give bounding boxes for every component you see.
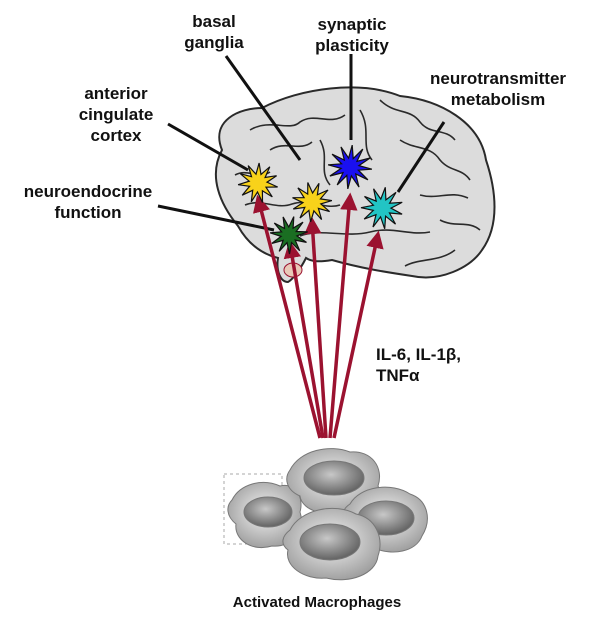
pointer-neuroendocrine — [157, 204, 275, 232]
pointer-neurotransmitter — [396, 121, 446, 193]
macrophage-nucleus — [243, 496, 293, 528]
pointer-anterior-cingulate — [167, 122, 249, 172]
label-synaptic-plasticity-line1: synaptic — [318, 15, 387, 34]
sulcus-line — [269, 141, 313, 151]
label-basal-ganglia-line2: ganglia — [184, 33, 244, 52]
macrophage-nucleus — [303, 460, 365, 496]
sulcus-line — [359, 109, 373, 161]
cytokine-arrows — [253, 192, 384, 439]
arrow-to-synaptic-plasticity — [328, 192, 358, 439]
label-basal-ganglia-line1: basal — [192, 12, 235, 31]
sulcus-line — [379, 99, 456, 141]
sulcus-line — [404, 249, 456, 267]
label-synaptic-plasticity-line2: plasticity — [315, 36, 389, 55]
arrow-to-anterior-cingulate — [253, 194, 322, 439]
label-neurotransmitter-line2: metabolism — [451, 90, 545, 109]
label-neurotransmitter-line1: neurotransmitter — [430, 69, 566, 88]
neurotransmitter-star-icon — [360, 187, 403, 229]
basal-ganglia-star-icon — [292, 182, 333, 223]
arrow-to-basal-ganglia — [304, 216, 328, 439]
label-neuroendocrine-line2: function — [54, 203, 121, 222]
label-neuroendocrine-line1: neuroendocrine — [24, 182, 152, 201]
label-anterior-cingulate-line3: cortex — [90, 126, 142, 145]
macrophage-nucleus — [299, 523, 361, 561]
sulcus-line — [249, 114, 346, 131]
activation-sites — [237, 144, 403, 255]
sulcus-line — [419, 194, 469, 199]
arrow-to-neuroendocrine — [283, 240, 325, 439]
label-cytokines-line1: IL-6, IL-1β, — [376, 345, 461, 364]
anterior-cingulate-star-icon — [237, 162, 278, 203]
macrophage-cluster — [223, 448, 428, 581]
sulcus-line — [319, 139, 331, 186]
neuroendocrine-star-icon — [269, 216, 308, 255]
label-anterior-cingulate-line2: cingulate — [79, 105, 154, 124]
label-anterior-cingulate-line1: anterior — [84, 84, 148, 103]
label-cytokines-line2: TNFα — [376, 366, 420, 385]
sulcus-line — [439, 219, 481, 231]
label-pointer-lines — [157, 54, 446, 232]
pointer-basal-ganglia — [224, 55, 302, 161]
sulcus-line — [399, 139, 471, 181]
caption-activated-macrophages: Activated Macrophages — [233, 594, 401, 611]
arrow-to-neurotransmitter — [332, 230, 384, 439]
synaptic-plasticity-star-icon — [327, 144, 373, 190]
